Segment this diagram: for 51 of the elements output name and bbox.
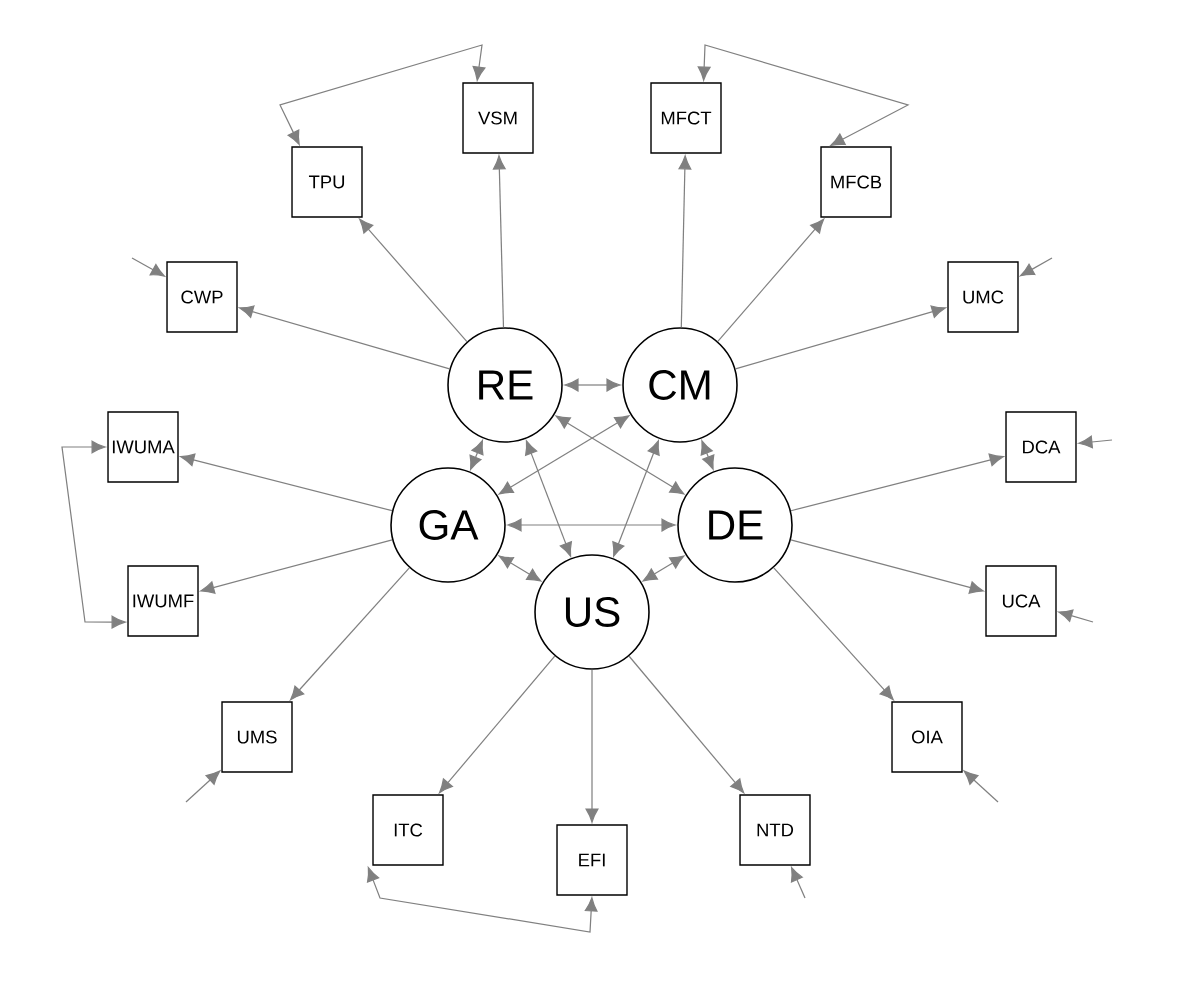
loading-arrow [585, 669, 599, 823]
indicator-box: ITC [372, 794, 444, 866]
loading-arrow [180, 453, 393, 512]
indicator-box: OIA [891, 701, 963, 773]
loading-arrow [359, 218, 468, 343]
error-arrow [185, 770, 221, 803]
loading-arrow [790, 539, 984, 594]
loading-arrow [678, 155, 692, 328]
indicator-box: VSM [462, 82, 534, 154]
covariance-arrow [498, 555, 542, 582]
error-arrow [1058, 609, 1094, 623]
covariance-arrow [366, 867, 598, 933]
indicator-box: UCA [985, 565, 1057, 637]
covariance-arrow [469, 439, 484, 471]
loading-arrow [628, 655, 745, 794]
loading-arrow [773, 567, 894, 701]
covariance-arrow [498, 415, 630, 495]
indicator-box: UMS [221, 701, 293, 773]
covariance-arrow [61, 440, 126, 629]
indicator-box: IWUMA [107, 411, 179, 483]
covariance-arrow [507, 518, 676, 532]
covariance-arrow [279, 44, 486, 145]
error-arrow [131, 257, 166, 277]
indicator-box: MFCB [820, 146, 892, 218]
loading-arrow [438, 655, 556, 794]
loading-arrow [200, 539, 393, 594]
loading-arrow [239, 305, 451, 370]
covariance-arrow [612, 440, 660, 557]
covariance-arrow [555, 415, 685, 495]
covariance-arrow [642, 555, 685, 582]
error-arrow [790, 867, 806, 899]
covariance-arrow [525, 440, 572, 557]
indicator-box: TPU [291, 146, 363, 218]
loading-arrow [290, 567, 410, 701]
loading-arrow [717, 218, 825, 342]
indicator-box: EFI [556, 824, 628, 896]
loading-arrow [492, 155, 506, 328]
indicator-box: IWUMF [127, 565, 199, 637]
covariance-arrow [700, 440, 715, 470]
error-arrow [1019, 257, 1053, 277]
loading-arrow [790, 453, 1004, 512]
loading-arrow [734, 305, 946, 370]
covariance-arrow [564, 378, 621, 392]
indicator-box: MFCT [650, 82, 722, 154]
error-arrow [1078, 435, 1113, 449]
indicator-box: DCA [1005, 411, 1077, 483]
indicator-box: NTD [739, 794, 811, 866]
error-arrow [963, 770, 999, 803]
covariance-arrow [697, 44, 910, 146]
indicator-box: CWP [166, 261, 238, 333]
indicator-box: UMC [947, 261, 1019, 333]
